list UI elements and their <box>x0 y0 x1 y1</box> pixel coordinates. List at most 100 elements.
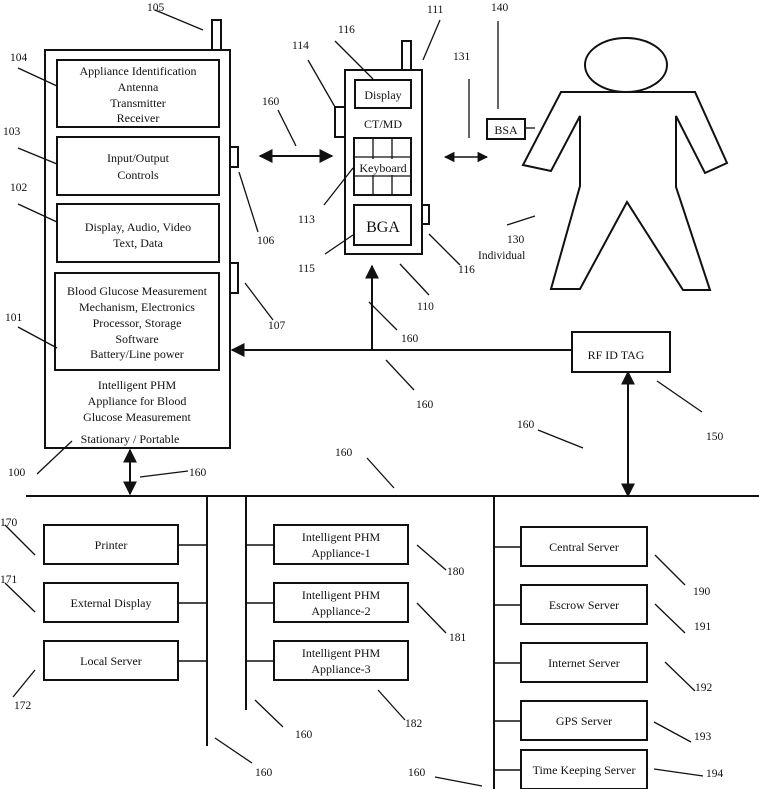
bsa-label: BSA <box>494 123 518 137</box>
head <box>585 38 667 92</box>
ref-191: 191 <box>694 621 712 633</box>
ref-160: 160 <box>401 333 419 345</box>
ref-160: 160 <box>255 767 273 779</box>
module-103-line: Controls <box>117 168 159 182</box>
module-104-line: Receiver <box>117 111 160 125</box>
server-label: GPS Server <box>556 714 612 728</box>
ref-leader <box>665 662 695 691</box>
appliance-antenna <box>212 20 221 50</box>
module-102-line: Text, Data <box>113 236 163 250</box>
device-antenna <box>402 41 411 70</box>
device-name: CT/MD <box>364 117 402 131</box>
device-display-label: Display <box>364 88 401 102</box>
module-103-line: Input/Output <box>107 151 170 165</box>
rfid-label: RF ID TAG <box>588 348 645 362</box>
left-peripherals: Printer 170External Display 171Local Serve… <box>0 517 207 712</box>
phm-appliance-line: Appliance-2 <box>311 604 370 618</box>
phm-appliances: Intelligent PHMAppliance-1180Intelligent… <box>246 525 467 730</box>
ref-182: 182 <box>405 718 423 730</box>
ref-leader <box>417 545 446 570</box>
ref-170: 170 <box>0 517 18 529</box>
ref-190: 190 <box>693 586 711 598</box>
peripheral-label: Printer <box>95 538 128 552</box>
phm-appliance-line: Appliance-3 <box>311 662 370 676</box>
appliance-caption-line: Intelligent PHM <box>98 378 177 392</box>
body-outline <box>523 92 727 290</box>
phm-appliance-box: Intelligent PHMAppliance-2 <box>274 583 408 622</box>
server-box: Central Server <box>521 527 647 566</box>
ref-160: 160 <box>408 767 426 779</box>
device-keyboard-label: Keyboard <box>359 161 406 175</box>
module-101-line: Processor, Storage <box>93 316 182 330</box>
module-104-line: Appliance Identification <box>80 64 197 78</box>
module-104-line: Antenna <box>118 80 159 94</box>
phm-appliance-line: Intelligent PHM <box>302 646 381 660</box>
ref-181: 181 <box>449 632 467 644</box>
ref-194: 194 <box>706 768 724 780</box>
ref-113: 113 <box>298 214 315 226</box>
individual-label: Individual <box>478 250 525 262</box>
appliance-mode: Stationary / Portable <box>81 432 180 446</box>
peripheral-box: Printer <box>44 525 178 564</box>
ref-192: 192 <box>695 682 713 694</box>
peripheral-box: External Display <box>44 583 178 622</box>
device-110: Display CT/MD Keyboard BGA 111 116 114 1… <box>292 4 475 313</box>
module-103 <box>57 137 219 195</box>
phm-appliance-box: Intelligent PHM Appliance-3 <box>274 641 408 680</box>
appliance-caption-line: Appliance for Blood <box>88 394 187 408</box>
ref-171: 171 <box>0 574 18 586</box>
ref-leader <box>417 603 446 633</box>
module-104-line: Transmitter <box>110 96 166 110</box>
ref-180: 180 <box>447 566 465 578</box>
ref-172: 172 <box>14 700 32 712</box>
server-box: Time Keeping Server <box>521 750 647 789</box>
server-box: GPS Server <box>521 701 647 740</box>
servers: Central Server 190Escrow Server 191Interne… <box>494 527 724 789</box>
ref-101: 101 <box>5 312 23 324</box>
ref-leader <box>654 722 691 742</box>
ref-106: 106 <box>257 235 275 247</box>
server-label: Time Keeping Server <box>533 763 636 777</box>
ref-160: 160 <box>335 447 353 459</box>
rfid-tag-150: RF ID TAG 150 <box>572 332 724 443</box>
peripheral-box: Local Server <box>44 641 178 680</box>
module-102-line: Display, Audio, Video <box>85 220 191 234</box>
ref-leader <box>378 690 405 720</box>
phm-appliance-line: Intelligent PHM <box>302 530 381 544</box>
server-label: Central Server <box>549 540 619 554</box>
ref-111: 111 <box>427 4 444 16</box>
appliance-button-106 <box>230 147 238 167</box>
ref-leader <box>655 604 685 633</box>
ref-160: 160 <box>517 419 535 431</box>
device-bga-label: BGA <box>366 219 400 236</box>
ref-leader <box>655 555 685 585</box>
ref-104: 104 <box>10 52 28 64</box>
device-side-button-116 <box>422 205 429 224</box>
phm-appliance-box: Intelligent PHMAppliance-1 <box>274 525 408 564</box>
ref-103: 103 <box>3 126 21 138</box>
appliance-button-107 <box>230 263 238 293</box>
ref-160: 160 <box>416 399 434 411</box>
ref-leader <box>13 670 35 697</box>
ref-leader <box>5 583 35 612</box>
server-label: Escrow Server <box>549 598 619 612</box>
ref-leader <box>5 525 35 555</box>
device-side-button-114 <box>335 107 345 137</box>
module-101-line: Battery/Line power <box>90 347 184 361</box>
ref-107: 107 <box>268 320 286 332</box>
ref-116-button: 116 <box>458 264 475 276</box>
ref-193: 193 <box>694 731 712 743</box>
ref-160: 160 <box>262 96 280 108</box>
server-box: Escrow Server <box>521 585 647 624</box>
ref-150: 150 <box>706 431 724 443</box>
individual-130: BSA 140 131 130 Individual <box>453 2 727 290</box>
ref-116-display: 116 <box>338 24 355 36</box>
server-label: Internet Server <box>548 656 620 670</box>
module-101-line: Mechanism, Electronics <box>79 300 195 314</box>
appliance-caption-line: Glucose Measurement <box>83 410 191 424</box>
ref-110: 110 <box>417 301 434 313</box>
module-101-line: Software <box>115 332 158 346</box>
appliance-100: Appliance Identification Antenna Transmi… <box>3 2 286 479</box>
ref-leader <box>654 769 703 776</box>
